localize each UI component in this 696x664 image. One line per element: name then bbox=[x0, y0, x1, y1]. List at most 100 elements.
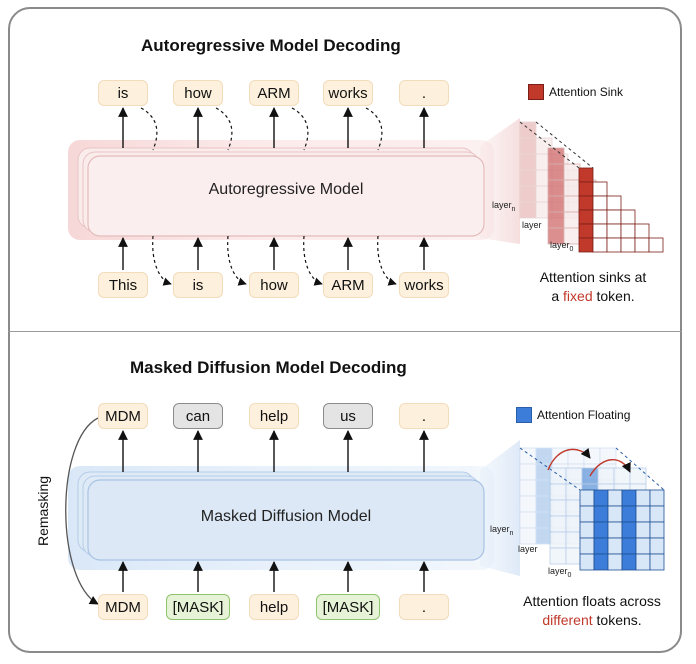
arm-input-arrows bbox=[118, 237, 429, 270]
arm-input-token: how bbox=[249, 272, 299, 298]
arm-layer-0-map-cell bbox=[578, 181, 594, 197]
mdm-layer-n-map-cell bbox=[535, 495, 553, 513]
mdm-layer-0-map-cell bbox=[579, 505, 595, 523]
arm-layer-0-map-cell bbox=[592, 237, 608, 253]
mdm-layer-n-map-cell bbox=[567, 447, 585, 465]
mdm-layer-0-label: layer0 bbox=[548, 566, 572, 579]
arm-layer-0-map-cell bbox=[606, 209, 622, 225]
arm-layer-0-map-cell bbox=[592, 195, 608, 211]
arm-output-arrows bbox=[118, 107, 429, 148]
mdm-layer-mid-map-cell bbox=[549, 515, 567, 533]
mdm-layer-0-map-cell bbox=[649, 553, 665, 571]
mdm-fan bbox=[480, 440, 520, 576]
arm-layer-mid-map-cell bbox=[547, 195, 565, 213]
mdm-layer-0-map-cell bbox=[635, 505, 651, 523]
mdm-layer-0-map-cell bbox=[607, 489, 623, 507]
arm-layer-n-map-cell bbox=[519, 153, 537, 171]
arm-layer-0-map-cell bbox=[592, 209, 608, 225]
arm-layer-mid-map-cell bbox=[563, 211, 581, 229]
arm-input-token: This bbox=[98, 272, 148, 298]
mdm-layer-n-map-cell bbox=[519, 463, 537, 481]
mdm-layer-mid-map-cell bbox=[549, 531, 567, 549]
arm-layer-mid-map-cell bbox=[563, 195, 581, 213]
mdm-layer-0-map-cell bbox=[579, 537, 595, 555]
mdm-layer-mid-map-cell bbox=[565, 531, 583, 549]
arm-layer-0-map-cell bbox=[648, 237, 664, 253]
arm-input-token: ARM bbox=[323, 272, 373, 298]
mdm-layer-n-map-cell bbox=[535, 527, 553, 545]
arm-fan bbox=[480, 118, 520, 244]
arm-layer-mid-map-cell bbox=[547, 147, 565, 165]
mdm-stack-guide bbox=[615, 447, 665, 491]
mdm-input-token: MDM bbox=[98, 594, 148, 620]
mdm-layer-0-map-cell bbox=[635, 537, 651, 555]
arm-output-token: ARM bbox=[249, 80, 299, 106]
arm-layer-0-map-cell bbox=[578, 209, 594, 225]
arm-dashed-feedback-arrows bbox=[140, 107, 397, 286]
arm-dashed-bottom-segment bbox=[152, 235, 172, 286]
arm-stack-guide bbox=[519, 121, 580, 169]
mdm-layer-mid-map-cell bbox=[549, 499, 567, 517]
arm-model-label: Autoregressive Model bbox=[208, 181, 364, 198]
float-arrow bbox=[547, 448, 591, 471]
mdm-layer-0-map-cell bbox=[593, 521, 609, 539]
arm-layer-mid-map-cell bbox=[547, 163, 565, 181]
mdm-output-token: us bbox=[323, 403, 373, 429]
arm-layer-n-map-cell bbox=[519, 201, 537, 219]
mdm-input-arrows bbox=[118, 561, 429, 592]
mdm-legend: Attention Floating bbox=[516, 407, 630, 423]
remasking-label: Remasking bbox=[35, 475, 51, 546]
figure-frame bbox=[8, 7, 682, 653]
section-divider bbox=[8, 331, 682, 332]
mdm-layer-mid-map-cell bbox=[565, 515, 583, 533]
arm-model-box bbox=[77, 147, 485, 237]
mdm-output-arrows bbox=[118, 430, 429, 472]
arm-layer-mid-map-cell bbox=[547, 179, 565, 197]
mdm-layer-mid-map-cell bbox=[549, 467, 567, 485]
arm-layer-0-map-cell bbox=[606, 195, 622, 211]
mdm-layer-n-map-cell bbox=[535, 447, 553, 465]
mdm-layer-n-map-cell bbox=[519, 447, 537, 465]
arm-layer-0-map-cell bbox=[620, 209, 636, 225]
arm-layer-mid-map-cell bbox=[547, 211, 565, 229]
mdm-layer-0-map-cell bbox=[593, 489, 609, 507]
mdm-layer-0-map-cell bbox=[607, 505, 623, 523]
arm-layer-0-map-cell bbox=[620, 223, 636, 239]
arm-layer-0-map-cell bbox=[620, 237, 636, 253]
mdm-layer-0-map-cell bbox=[649, 537, 665, 555]
arm-layer-0-map-cell bbox=[606, 223, 622, 239]
arm-stack-guide bbox=[535, 121, 594, 169]
mdm-layer-0-map-cell bbox=[607, 553, 623, 571]
mdm-layer-n-map-cell bbox=[583, 447, 601, 465]
mdm-output-token: . bbox=[399, 403, 449, 429]
mdm-layer-0-map-cell bbox=[621, 537, 637, 555]
arm-layer-0-map-cell bbox=[592, 181, 608, 197]
arm-layer-mid-map-cell bbox=[563, 179, 581, 197]
mdm-layer-mid-map-cell bbox=[549, 547, 567, 565]
mdm-layer-n-map-cell bbox=[519, 495, 537, 513]
mdm-output-token: MDM bbox=[98, 403, 148, 429]
mdm-layer-0-map-cell bbox=[649, 489, 665, 507]
mdm-layer-0-map-cell bbox=[621, 553, 637, 571]
mdm-layer-mid-map-cell bbox=[613, 467, 631, 485]
arm-layer-0-map-cell bbox=[578, 195, 594, 211]
arm-output-token: works bbox=[323, 80, 373, 106]
mdm-layer-0-map-cell bbox=[621, 521, 637, 539]
arm-dashed-bottom-segment bbox=[377, 235, 397, 286]
mdm-layer-0-map-cell bbox=[579, 489, 595, 507]
mdm-layer-n-map-cell bbox=[519, 511, 537, 529]
arm-layer-0-map-cell bbox=[578, 167, 594, 183]
mdm-layer-0-map-cell bbox=[649, 521, 665, 539]
arm-layer-0-map-cell bbox=[634, 237, 650, 253]
mdm-caption: Attention floats across different tokens… bbox=[523, 593, 661, 628]
mdm-layer-n-map-cell bbox=[599, 447, 617, 465]
mdm-layer-0-map-cell bbox=[635, 553, 651, 571]
mdm-layer-mid-map-cell bbox=[565, 499, 583, 517]
mdm-model-label: Masked Diffusion Model bbox=[200, 508, 372, 525]
arm-layer-0-map bbox=[578, 167, 664, 253]
mdm-layer-0-map-cell bbox=[607, 521, 623, 539]
arm-layer-n-map-cell bbox=[519, 121, 537, 139]
mdm-layer-n-map-cell bbox=[519, 479, 537, 497]
mdm-output-token: help bbox=[249, 403, 299, 429]
